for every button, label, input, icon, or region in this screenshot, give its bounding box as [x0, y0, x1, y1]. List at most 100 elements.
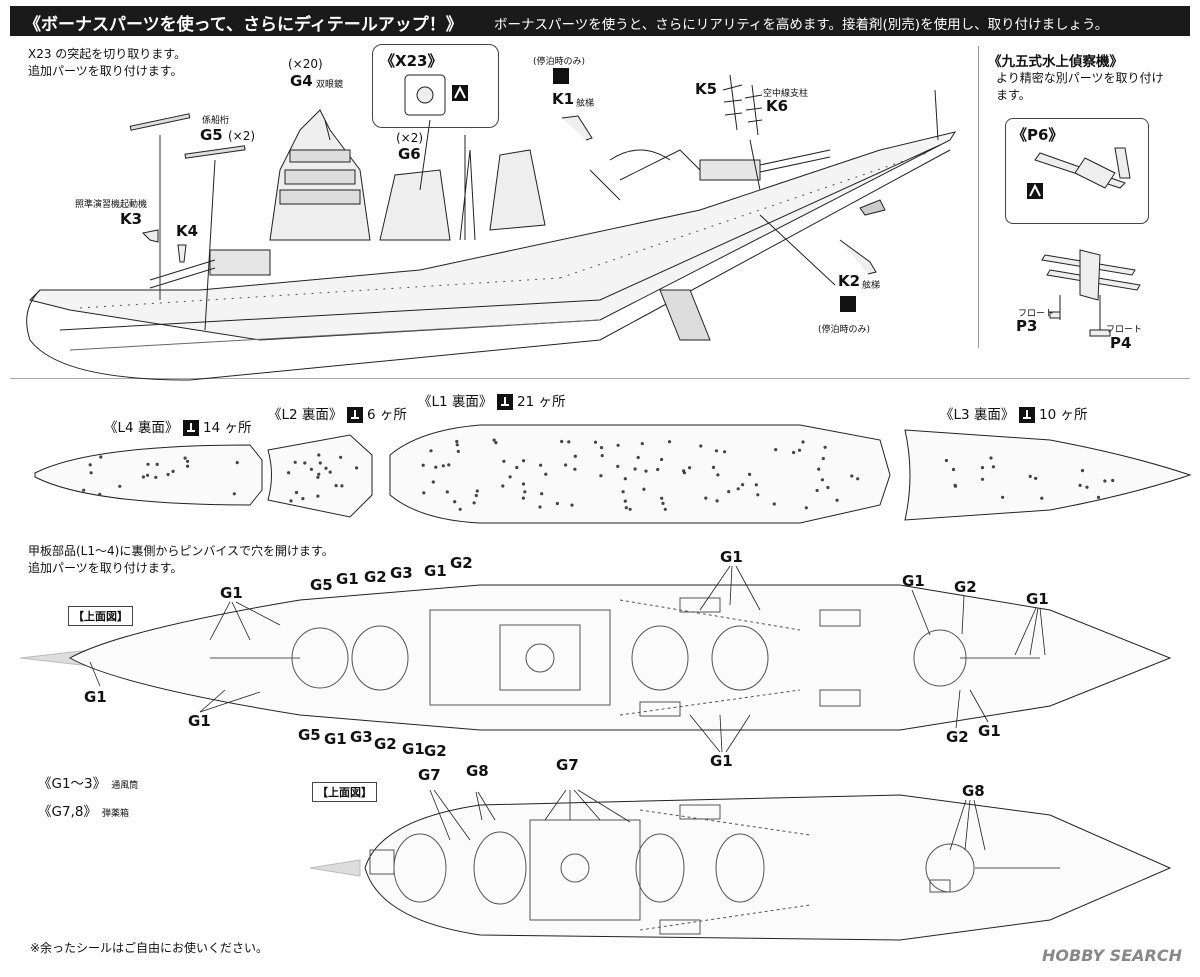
- drill-hole: [797, 448, 802, 452]
- drill-hole: [441, 464, 445, 468]
- drill-hole: [455, 439, 459, 444]
- drill-hole: [458, 507, 462, 511]
- drill-hole: [82, 488, 86, 492]
- p6-title: 《P6》: [1012, 126, 1064, 144]
- callout-g8: G8: [466, 762, 489, 780]
- drill-hole: [146, 473, 150, 477]
- drill-hole: [748, 472, 752, 476]
- g4-desc: 双眼鏡: [316, 80, 344, 90]
- drill-hole: [792, 450, 796, 455]
- g5-qty: (×2): [228, 129, 256, 143]
- drill-hole: [492, 438, 496, 442]
- drill-hole: [835, 498, 839, 502]
- deck-part-l2: 《L2 裏面》 6 ヶ所: [268, 407, 407, 423]
- drill-hole: [624, 506, 628, 510]
- drill-hole: [455, 443, 459, 447]
- drill-hole: [1111, 478, 1115, 483]
- drill-hole: [316, 494, 320, 498]
- drill-hole: [991, 465, 996, 469]
- drill-hole: [716, 473, 720, 477]
- deck-part-l3: 《L3 裏面》 10 ヶ所: [940, 407, 1088, 423]
- drill-hole: [682, 471, 687, 475]
- callout-g3: G3: [390, 564, 413, 582]
- drill-hole: [287, 471, 291, 475]
- callout-g5: G5: [298, 726, 321, 744]
- k1-condition: (停泊時のみ): [533, 57, 586, 67]
- p3-desc: フロート: [1018, 309, 1055, 319]
- g6-label: G6: [398, 145, 421, 163]
- drill-hole: [475, 489, 479, 493]
- legend-g7-8: 《G7,8》 弾薬箱: [38, 804, 130, 820]
- drill-hole: [723, 450, 727, 454]
- drill-hole: [754, 483, 758, 487]
- x23-note: X23 の突起を切り取ります。 追加パーツを取り付けます。: [28, 47, 187, 78]
- callout-g1: G1: [710, 752, 733, 770]
- drill-hole: [714, 449, 719, 453]
- drill-hole: [154, 475, 158, 479]
- drill-hole: [593, 440, 598, 444]
- drill-hole: [560, 439, 564, 444]
- drill-hole: [663, 507, 667, 511]
- drill-hole: [522, 459, 526, 463]
- drill-hole: [118, 484, 122, 488]
- drill-hole: [817, 467, 821, 471]
- top-view-label: 【上面図】: [68, 606, 133, 626]
- drill-hole: [599, 446, 604, 450]
- callout-g1: G1: [1026, 590, 1049, 608]
- k5-label: K5: [695, 80, 718, 98]
- drill-hole: [555, 501, 560, 506]
- drill-hole: [324, 466, 328, 470]
- drill-hole: [544, 472, 548, 476]
- drill-hole: [953, 483, 957, 487]
- biplane-drawing: [1041, 249, 1141, 337]
- deck-l1-outline: [389, 424, 891, 524]
- drill-hole: [804, 506, 808, 510]
- drill-hole: [474, 493, 478, 498]
- callout-g1: G1: [902, 572, 925, 590]
- header-title: 《ボーナスパーツを使って、さらにディテールアップ！》: [24, 15, 463, 35]
- seaplane-drawing: [1027, 147, 1131, 199]
- drill-hole: [715, 499, 719, 503]
- drill-hole: [850, 474, 854, 478]
- callout-g5: G5: [310, 576, 333, 594]
- drill-hole: [434, 465, 438, 469]
- k6-desc: 空中線支柱: [763, 89, 809, 99]
- drill-hole: [538, 505, 542, 509]
- drill-hole: [171, 469, 175, 473]
- drill-hole: [815, 488, 819, 493]
- drill-hole: [599, 474, 603, 478]
- drill-hole: [944, 458, 949, 463]
- deck-l2-outline: [267, 434, 373, 518]
- callout-g2: G2: [450, 554, 473, 572]
- drill-hole: [1034, 476, 1038, 480]
- drill-hole: [616, 443, 620, 447]
- drill-hole: [1040, 496, 1044, 500]
- p6-detail-box: [1005, 118, 1149, 224]
- drill-hole: [623, 499, 627, 503]
- aircraft-note: より精密な別パーツを取り付け ます。: [996, 71, 1164, 102]
- drill-icon: [1018, 407, 1035, 423]
- callout-g2: G2: [946, 728, 969, 746]
- drill-hole: [600, 454, 604, 458]
- p3-label: P3: [1016, 317, 1038, 335]
- drill-hole: [456, 449, 460, 453]
- drill-hole: [826, 485, 830, 490]
- drill-hole: [186, 459, 190, 463]
- drill-hole: [688, 466, 692, 470]
- drill-hole: [317, 453, 321, 457]
- drill-icon: [496, 394, 513, 410]
- deck-part-l1: 《L1 裏面》 21 ヶ所: [418, 394, 566, 410]
- k6-label: K6: [766, 97, 789, 115]
- k1-desc: 舷梯: [576, 99, 595, 109]
- callout-g7: G7: [556, 756, 579, 774]
- legend-g1-3: 《G1～3》 通風筒: [38, 776, 139, 792]
- drill-hole: [633, 467, 637, 471]
- aircraft-divider: [978, 46, 979, 348]
- drill-hole: [1028, 474, 1032, 478]
- drill-hole: [951, 467, 956, 472]
- x23-part-drawing: [404, 74, 468, 116]
- top-view-ship-1: [19, 584, 1172, 731]
- drill-hole: [661, 501, 665, 505]
- p4-label: P4: [1110, 334, 1132, 352]
- drill-hole: [667, 440, 672, 444]
